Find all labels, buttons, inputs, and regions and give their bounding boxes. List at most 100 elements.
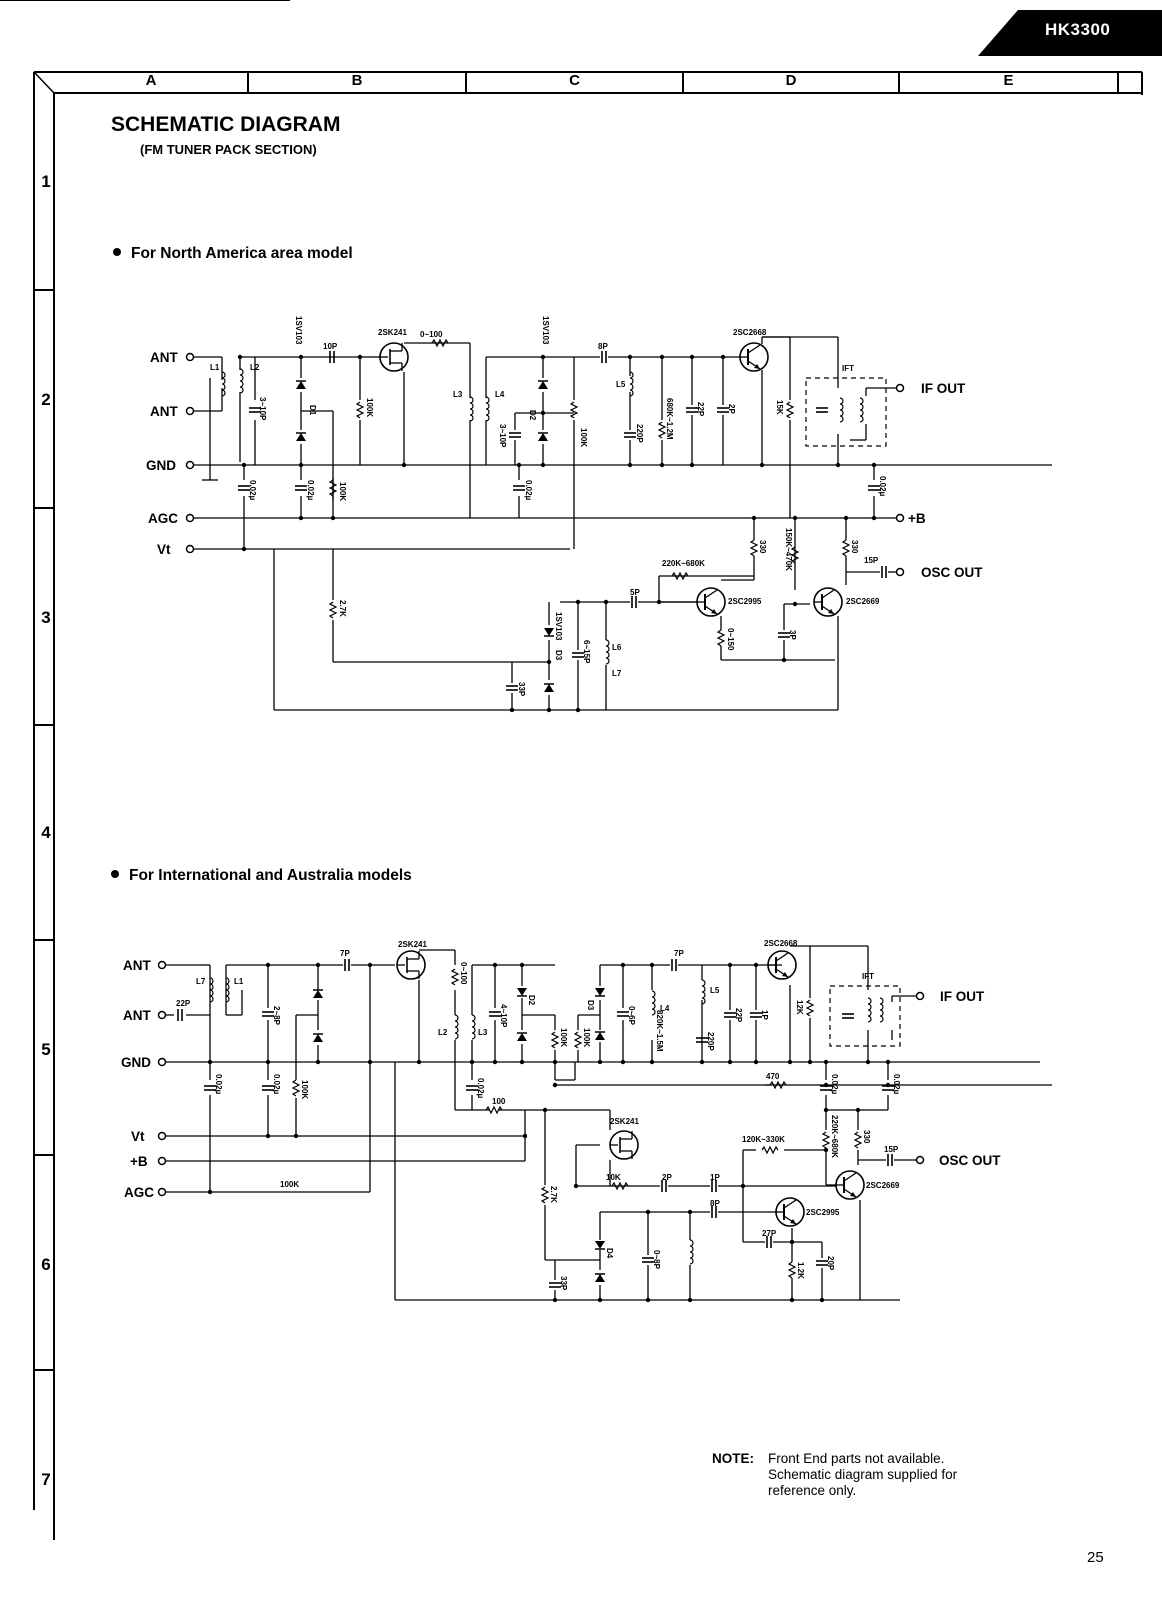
label-q1: 2SC2668: [733, 328, 767, 337]
label-l2: L2: [438, 1028, 448, 1037]
label-c2p: 2P: [662, 1173, 672, 1182]
section-heading-international: For International and Australia models: [111, 867, 412, 885]
label-l1: L1: [234, 977, 244, 986]
label-c22p-in: 22P: [176, 999, 191, 1008]
label-l4: L4: [495, 390, 505, 399]
label-d3: D3: [586, 1000, 595, 1011]
column-b: B: [351, 72, 363, 89]
terminal-gnd: GND: [121, 1055, 151, 1070]
label-r680k: 680K~1.2M: [665, 398, 674, 440]
column-a: A: [145, 72, 157, 89]
label-c220p: 220P: [706, 1032, 715, 1051]
label-l5: L5: [616, 380, 626, 389]
column-c: C: [569, 72, 580, 89]
page-number: 25: [1087, 1549, 1104, 1566]
row-6: 6: [41, 1255, 51, 1274]
label-c8p: 8P: [598, 342, 608, 351]
label-l6: L6: [612, 643, 622, 652]
label-r0-100: 0~100: [420, 330, 443, 339]
row-3: 3: [41, 608, 51, 627]
terminal-ant-1: ANT: [123, 958, 151, 973]
terminal-vt: Vt: [157, 542, 171, 557]
label-l3: L3: [478, 1028, 488, 1037]
row-2: 2: [41, 390, 51, 409]
label-q3: 2SC2669: [846, 597, 880, 606]
label-c1p-b: 1P: [710, 1173, 720, 1182]
label-d2: D2: [528, 410, 537, 421]
section-heading-north-america: For North America area model: [113, 245, 353, 263]
label-r220k: 220K~680K: [830, 1115, 839, 1158]
terminal-plus-b: +B: [908, 511, 926, 526]
label-ift: IFT: [862, 972, 874, 981]
terminal-agc: AGC: [148, 511, 178, 526]
label-r330: 330: [862, 1130, 871, 1144]
label-r470: 470: [766, 1072, 780, 1081]
terminal-vt: Vt: [131, 1129, 145, 1144]
label-d4: D4: [605, 1248, 614, 1259]
note-label: NOTE:: [712, 1451, 754, 1466]
label-c33p: 33P: [559, 1276, 568, 1291]
label-c3p: 3P: [788, 630, 797, 640]
label-q2: 2SC2995: [728, 597, 762, 606]
terminal-osc-out: OSC OUT: [921, 565, 983, 580]
label-r0-100: 0~100: [459, 962, 468, 985]
label-r330-a: 330: [758, 540, 767, 554]
label-l2: L2: [250, 363, 260, 372]
label-r100k-a: 100K: [300, 1080, 309, 1099]
label-c15p: 15P: [884, 1145, 899, 1154]
label-c002-d: 0.02µ: [878, 476, 887, 497]
terminal-plus-b: +B: [130, 1154, 148, 1169]
label-c10p: 10P: [323, 342, 338, 351]
section-heading-text: For North America area model: [131, 245, 353, 262]
label-r330-b: 330: [850, 540, 859, 554]
label-r820k: 820K~1.5M: [655, 1010, 664, 1052]
column-d: D: [785, 72, 797, 89]
label-c002-a: 0.02µ: [248, 480, 257, 501]
note-line-3: reference only.: [768, 1483, 857, 1498]
note-line-1: Front End parts not available.: [768, 1451, 945, 1466]
note: NOTE: Front End parts not available. Sche…: [712, 1451, 957, 1499]
label-c8p: 8P: [710, 1199, 720, 1208]
terminal-agc: AGC: [124, 1185, 154, 1200]
row-5: 5: [41, 1040, 51, 1059]
note-line-2: Schematic diagram supplied for: [768, 1467, 958, 1482]
label-d3: D3: [554, 650, 563, 661]
label-c27p: 27P: [762, 1229, 777, 1238]
label-c7p-b: 7P: [674, 949, 684, 958]
label-r15k: 15K: [775, 400, 784, 415]
label-c4-10p: 4~10P: [499, 1004, 508, 1028]
label-l1: L1: [210, 363, 220, 372]
label-c002-b: 0.02µ: [306, 480, 315, 501]
label-r12k: 12K: [795, 1000, 804, 1015]
bullet-icon: [111, 869, 119, 878]
label-c2p: 2P: [727, 404, 736, 414]
label-r0-150: 0~150: [726, 628, 735, 651]
label-c7p-a: 7P: [340, 949, 350, 958]
label-c20p: 20P: [826, 1256, 835, 1271]
bullet-icon: [113, 247, 121, 256]
label-r12k-b: 1.2K: [796, 1262, 805, 1279]
page-subtitle: (FM TUNER PACK SECTION): [140, 142, 317, 157]
row-4: 4: [41, 823, 51, 842]
label-r100k-a: 100K: [365, 398, 374, 417]
label-r10k: 10K: [606, 1173, 621, 1182]
top-rule: [0, 0, 290, 1]
terminal-if-out: IF OUT: [921, 381, 966, 396]
label-c22p: 22P: [696, 402, 705, 417]
label-c3-10p-a: 3~10P: [258, 397, 267, 421]
label-ift: IFT: [842, 364, 854, 373]
terminal-ant-2: ANT: [150, 404, 178, 419]
label-l4: L4: [660, 1004, 670, 1013]
page-title: SCHEMATIC DIAGRAM: [111, 113, 341, 136]
label-r27k: 2.7K: [549, 1186, 558, 1203]
label-q3: 2SC2669: [866, 1181, 900, 1190]
label-c2-8p: 2~8P: [272, 1006, 281, 1026]
label-l5: L5: [710, 986, 720, 995]
terminal-gnd: GND: [146, 458, 176, 473]
label-d-osc: 1SV103: [554, 612, 563, 641]
label-l7: L7: [196, 977, 206, 986]
terminal-osc-out: OSC OUT: [939, 1153, 1001, 1168]
row-7: 7: [41, 1470, 51, 1489]
